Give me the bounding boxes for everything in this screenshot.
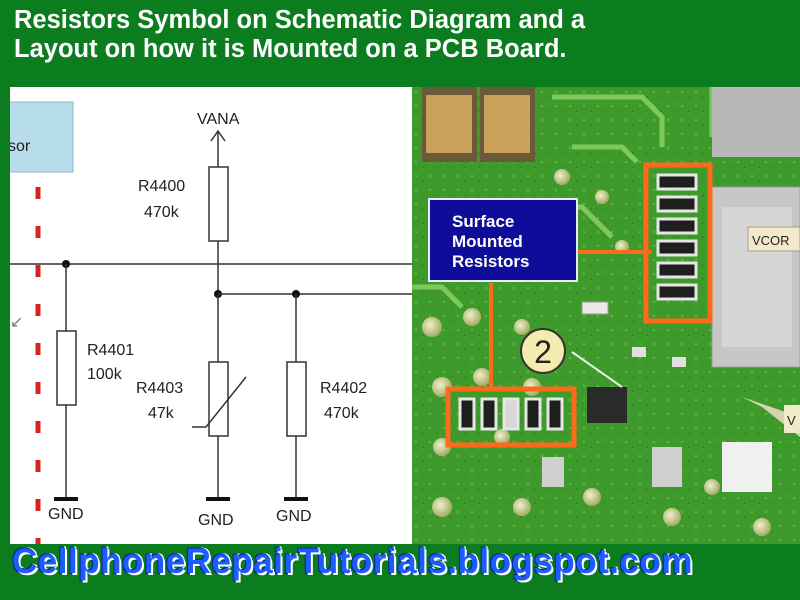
- callout-line-1: Surface: [452, 212, 515, 231]
- smd-component: [722, 442, 772, 492]
- resistor-r4402-value: 470k: [324, 405, 360, 422]
- pcb-photo: VCOR V: [412, 87, 800, 544]
- supply-arrow-icon: [210, 129, 226, 142]
- resistor-r4403-symbol: [208, 361, 229, 437]
- resistor-r4400-value: 470k: [144, 204, 180, 221]
- pcb-illustration: VCOR V: [412, 87, 800, 544]
- smd-component: [652, 447, 682, 487]
- callout-line-3: Resistors: [452, 252, 530, 271]
- inductor-coil: [426, 95, 472, 153]
- resistor-r4401-value: 100k: [87, 366, 123, 383]
- ic-chip: [587, 387, 627, 423]
- schematic-panel: sor ↙ VANA R4400 470k: [10, 87, 414, 544]
- supply-label: VANA: [197, 111, 240, 128]
- marker-number: 2: [534, 334, 552, 370]
- resistor-r4401-symbol: [56, 330, 77, 406]
- resistor-r4401-ref: R4401: [87, 342, 134, 359]
- footer: CellphoneRepairTutorials.blogspot.com: [12, 542, 800, 592]
- title-line-2: Layout on how it is Mounted on a PCB Boa…: [14, 35, 567, 63]
- resistor-r4403-ref: R4403: [136, 380, 183, 397]
- partial-label: sor: [10, 138, 31, 155]
- partial-label-box: [10, 101, 74, 173]
- title-line-1: Resistors Symbol on Schematic Diagram an…: [14, 6, 586, 34]
- resistor-r4403-value: 47k: [148, 405, 175, 422]
- smd-component: [581, 301, 609, 315]
- page-title: Resistors Symbol on Schematic Diagram an…: [14, 6, 794, 64]
- callout-box: Surface Mounted Resistors: [428, 198, 578, 282]
- smd-resistor-row: [458, 397, 564, 431]
- ground-label: GND: [276, 508, 312, 525]
- smd-resistor-stack: [656, 173, 698, 301]
- ground-label: GND: [48, 506, 84, 523]
- pcb-vias: [422, 169, 771, 536]
- variable-resistor-slash: [192, 376, 247, 428]
- highlight-box-vertical: [643, 162, 713, 324]
- shield-can: [712, 87, 800, 157]
- marker-pointer: [571, 351, 623, 388]
- resistor-r4400-symbol: [208, 166, 229, 242]
- inductor-coil: [484, 95, 530, 153]
- edge-label-2: V: [787, 413, 796, 428]
- resistor-r4400-ref: R4400: [138, 178, 185, 195]
- edge-label-box-2: [784, 405, 800, 433]
- site-watermark: CellphoneRepairTutorials.blogspot.com: [12, 542, 693, 581]
- callout-line-2: Mounted: [452, 232, 523, 251]
- smd-component: [632, 347, 646, 357]
- arrow-glyph-icon: ↙: [10, 314, 23, 331]
- highlight-box-horizontal: [445, 386, 577, 448]
- resistor-r4402-symbol: [286, 361, 307, 437]
- edge-label: VCOR: [752, 233, 790, 248]
- smd-component: [542, 457, 564, 487]
- schematic-diagram: sor ↙ VANA R4400 470k: [10, 101, 414, 544]
- ground-label: GND: [198, 512, 234, 529]
- resistor-r4402-ref: R4402: [320, 380, 367, 397]
- smd-component: [672, 357, 686, 367]
- edge-label-box: [747, 226, 800, 252]
- marker-circle: [520, 328, 566, 374]
